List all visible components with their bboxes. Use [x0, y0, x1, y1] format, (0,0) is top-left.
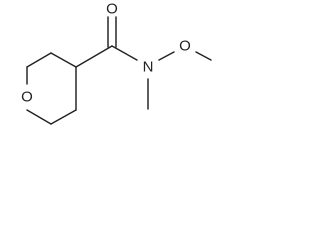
amide-nitrogen-text: N: [143, 59, 154, 76]
nitrogen-oxygen-bond: [158, 51, 175, 61]
chemical-structure-canvas: O O N O: [0, 0, 220, 134]
carbonyl-carbon-nitrogen-bond: [111, 45, 138, 61]
ring-bond-o-c6: [26, 109, 52, 125]
molecule-svg: O O N O: [19, 1, 212, 125]
ring-oxygen-text: O: [21, 89, 33, 106]
ring-bond-c6-c5: [50, 109, 77, 125]
c4-carbonyl-carbon-bond: [75, 45, 113, 68]
ring-bond-c3-c2: [26, 52, 52, 68]
ring-bond-c4-c3: [50, 52, 77, 68]
oxygen-methyl-bond: [195, 51, 212, 61]
amide-nitrogen-label: N: [140, 59, 156, 76]
methoxy-oxygen-text: O: [179, 38, 191, 55]
carbonyl-oxygen-label: O: [104, 1, 120, 18]
methoxy-oxygen-label: O: [177, 38, 193, 55]
ring-oxygen-label: O: [19, 89, 35, 106]
carbonyl-oxygen-text: O: [106, 1, 118, 18]
